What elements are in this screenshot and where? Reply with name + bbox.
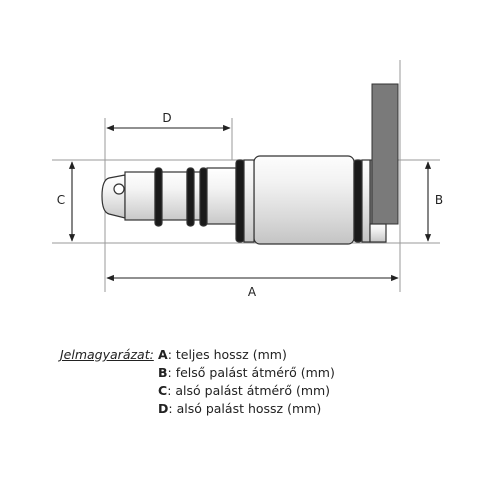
legend-title: Jelmagyarázat:: [60, 347, 154, 362]
legend-item-D: D: alsó palást hossz (mm): [158, 400, 335, 418]
front-shaft: [124, 171, 156, 221]
legend-text: : felső palást átmérő (mm): [167, 365, 335, 380]
rear-collar: [361, 159, 371, 243]
legend-key: C: [158, 383, 168, 398]
valve-tip: [101, 174, 126, 219]
front-shaft-gap: [161, 171, 188, 221]
legend-key: D: [158, 401, 169, 416]
dimension-lines: [68, 124, 432, 282]
rear-shaft: [206, 167, 237, 225]
front-shaft-gap-2: [193, 171, 201, 221]
legend-text: : teljes hossz (mm): [167, 347, 287, 362]
legend-item-B: B: felső palást átmérő (mm): [158, 364, 335, 382]
dim-label-B: B: [435, 193, 443, 207]
front-oring-3: [199, 167, 208, 227]
legend-text: : alsó palást hossz (mm): [168, 401, 322, 416]
legend-item-C: C: alsó palást átmérő (mm): [158, 382, 335, 400]
end-cap: [369, 223, 387, 243]
rear-oring: [353, 159, 363, 243]
legend-key: B: [158, 365, 168, 380]
body-collar: [243, 159, 255, 243]
valve-body: [101, 155, 387, 245]
dim-label-A: A: [248, 285, 257, 299]
middle-oring: [235, 159, 245, 243]
dim-label-D: D: [162, 111, 171, 125]
front-oring-1: [154, 167, 163, 227]
legend-key: A: [158, 347, 168, 362]
legend-items: A: teljes hossz (mm) B: felső palást átm…: [158, 346, 335, 418]
legend-item-A: A: teljes hossz (mm): [158, 346, 335, 364]
front-oring-2: [186, 167, 195, 227]
dim-label-C: C: [57, 193, 65, 207]
main-body: [253, 155, 355, 245]
tip-hole: [113, 183, 125, 195]
legend-text: : alsó palást átmérő (mm): [167, 383, 331, 398]
